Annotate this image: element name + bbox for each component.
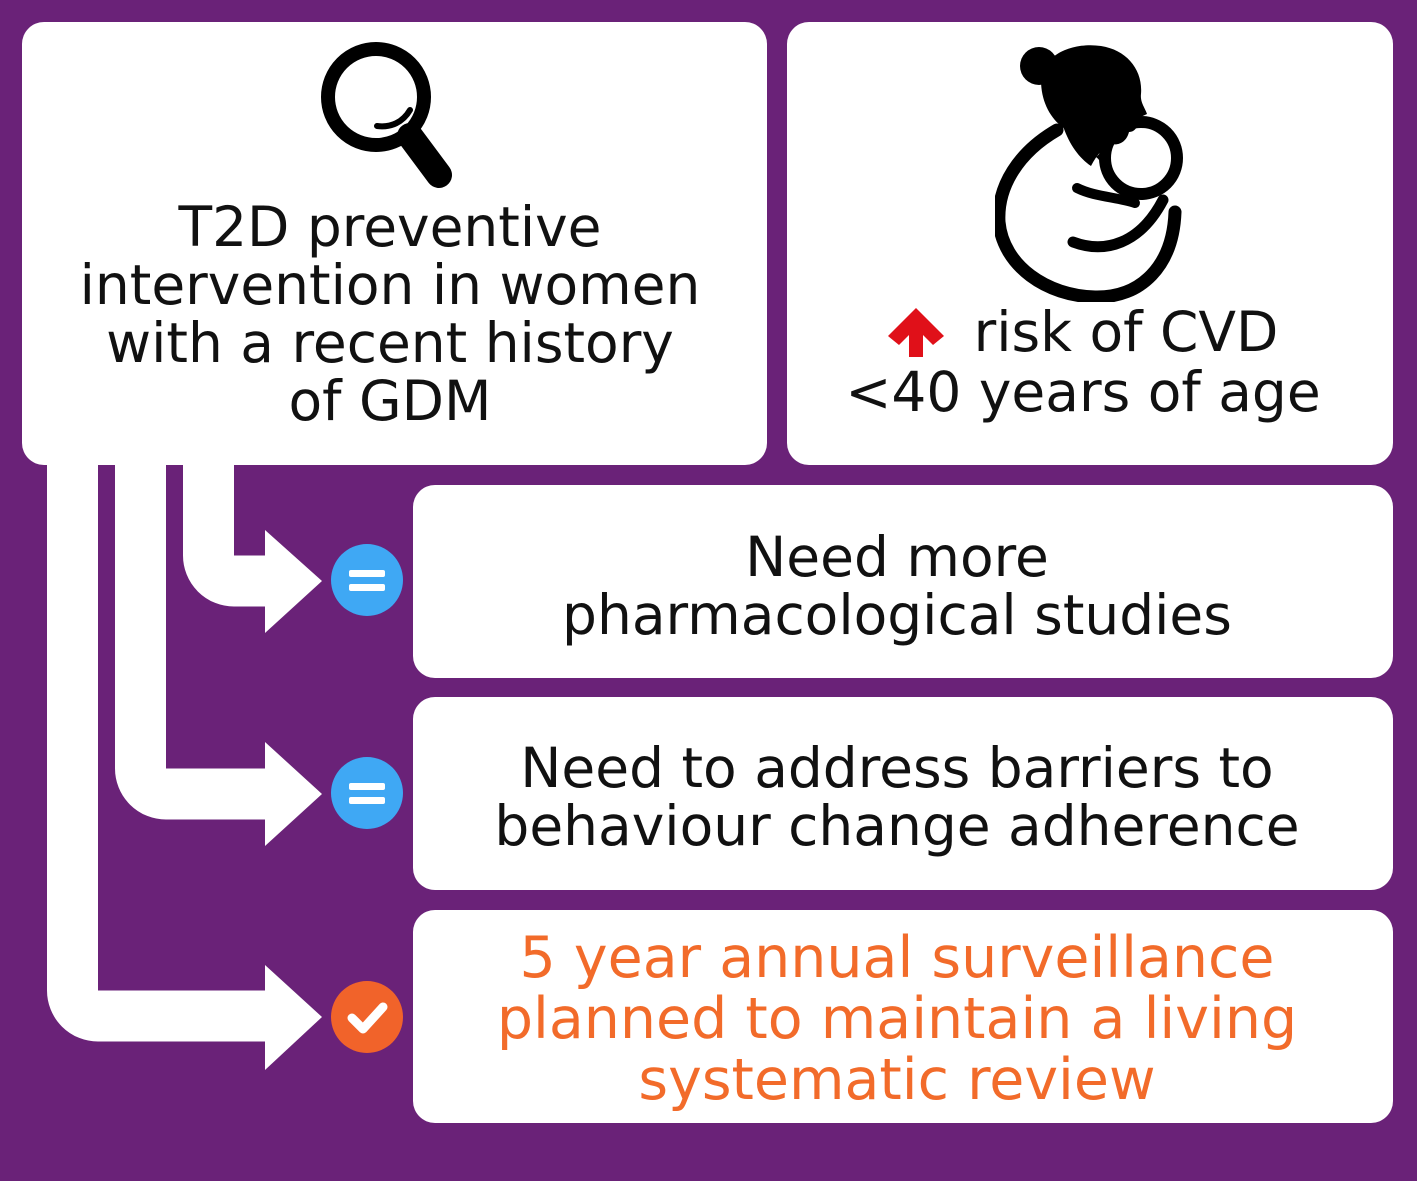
risk-line: <40 years of age xyxy=(845,360,1321,424)
equals-icon xyxy=(349,783,385,804)
arrow-shaft xyxy=(183,440,272,607)
outcome-panel-behaviour: Need to address barriers to behaviour ch… xyxy=(413,697,1393,890)
outcome-line: planned to maintain a living xyxy=(496,986,1298,1052)
outcome-text: Need to address barriers to behaviour ch… xyxy=(413,739,1381,855)
intervention-line: of GDM xyxy=(288,369,492,433)
equals-badge xyxy=(331,544,403,616)
intervention-line: T2D preventive xyxy=(178,195,602,259)
checkmark-icon xyxy=(347,1002,388,1034)
intervention-line: with a recent history xyxy=(106,311,674,375)
risk-line-with-arrow: risk of CVD xyxy=(787,302,1379,362)
equals-icon xyxy=(349,570,385,591)
mother-holding-baby-icon xyxy=(995,45,1183,302)
arrow-shaft xyxy=(115,440,272,820)
arrow-to-surveillance xyxy=(47,440,322,1070)
arrow-to-behaviour-change xyxy=(115,440,322,846)
risk-panel: risk of CVD <40 years of age xyxy=(787,22,1393,465)
outcome-line: pharmacological studies xyxy=(562,583,1232,647)
intervention-text: T2D preventive intervention in women wit… xyxy=(22,198,758,430)
outcome-line: behaviour change adherence xyxy=(494,794,1300,858)
outcome-line: systematic review xyxy=(638,1047,1156,1113)
risk-text: risk of CVD <40 years of age xyxy=(787,302,1379,422)
equals-badge xyxy=(331,757,403,829)
arrow-to-pharmacological-studies xyxy=(183,440,322,633)
outcome-line: 5 year annual surveillance xyxy=(519,925,1275,991)
intervention-panel: T2D preventive intervention in women wit… xyxy=(22,22,767,465)
outcome-panel-surveillance: 5 year annual surveillance planned to ma… xyxy=(413,910,1393,1123)
arrow-shaft xyxy=(47,440,272,1042)
arrow-head xyxy=(265,742,322,846)
arrow-head xyxy=(265,530,322,633)
outcome-line: Need to address barriers to xyxy=(520,736,1274,800)
risk-line: risk of CVD xyxy=(973,300,1279,364)
up-arrow-icon xyxy=(887,308,944,357)
magnifying-glass-icon xyxy=(321,42,452,188)
check-badge xyxy=(331,981,403,1053)
intervention-line: intervention in women xyxy=(79,253,701,317)
arrow-head xyxy=(265,965,322,1070)
outcome-panel-pharmacological: Need more pharmacological studies xyxy=(413,485,1393,678)
outcome-text: Need more pharmacological studies xyxy=(413,528,1381,644)
outcome-text-highlight: 5 year annual surveillance planned to ma… xyxy=(413,928,1381,1111)
outcome-line: Need more xyxy=(745,525,1049,589)
